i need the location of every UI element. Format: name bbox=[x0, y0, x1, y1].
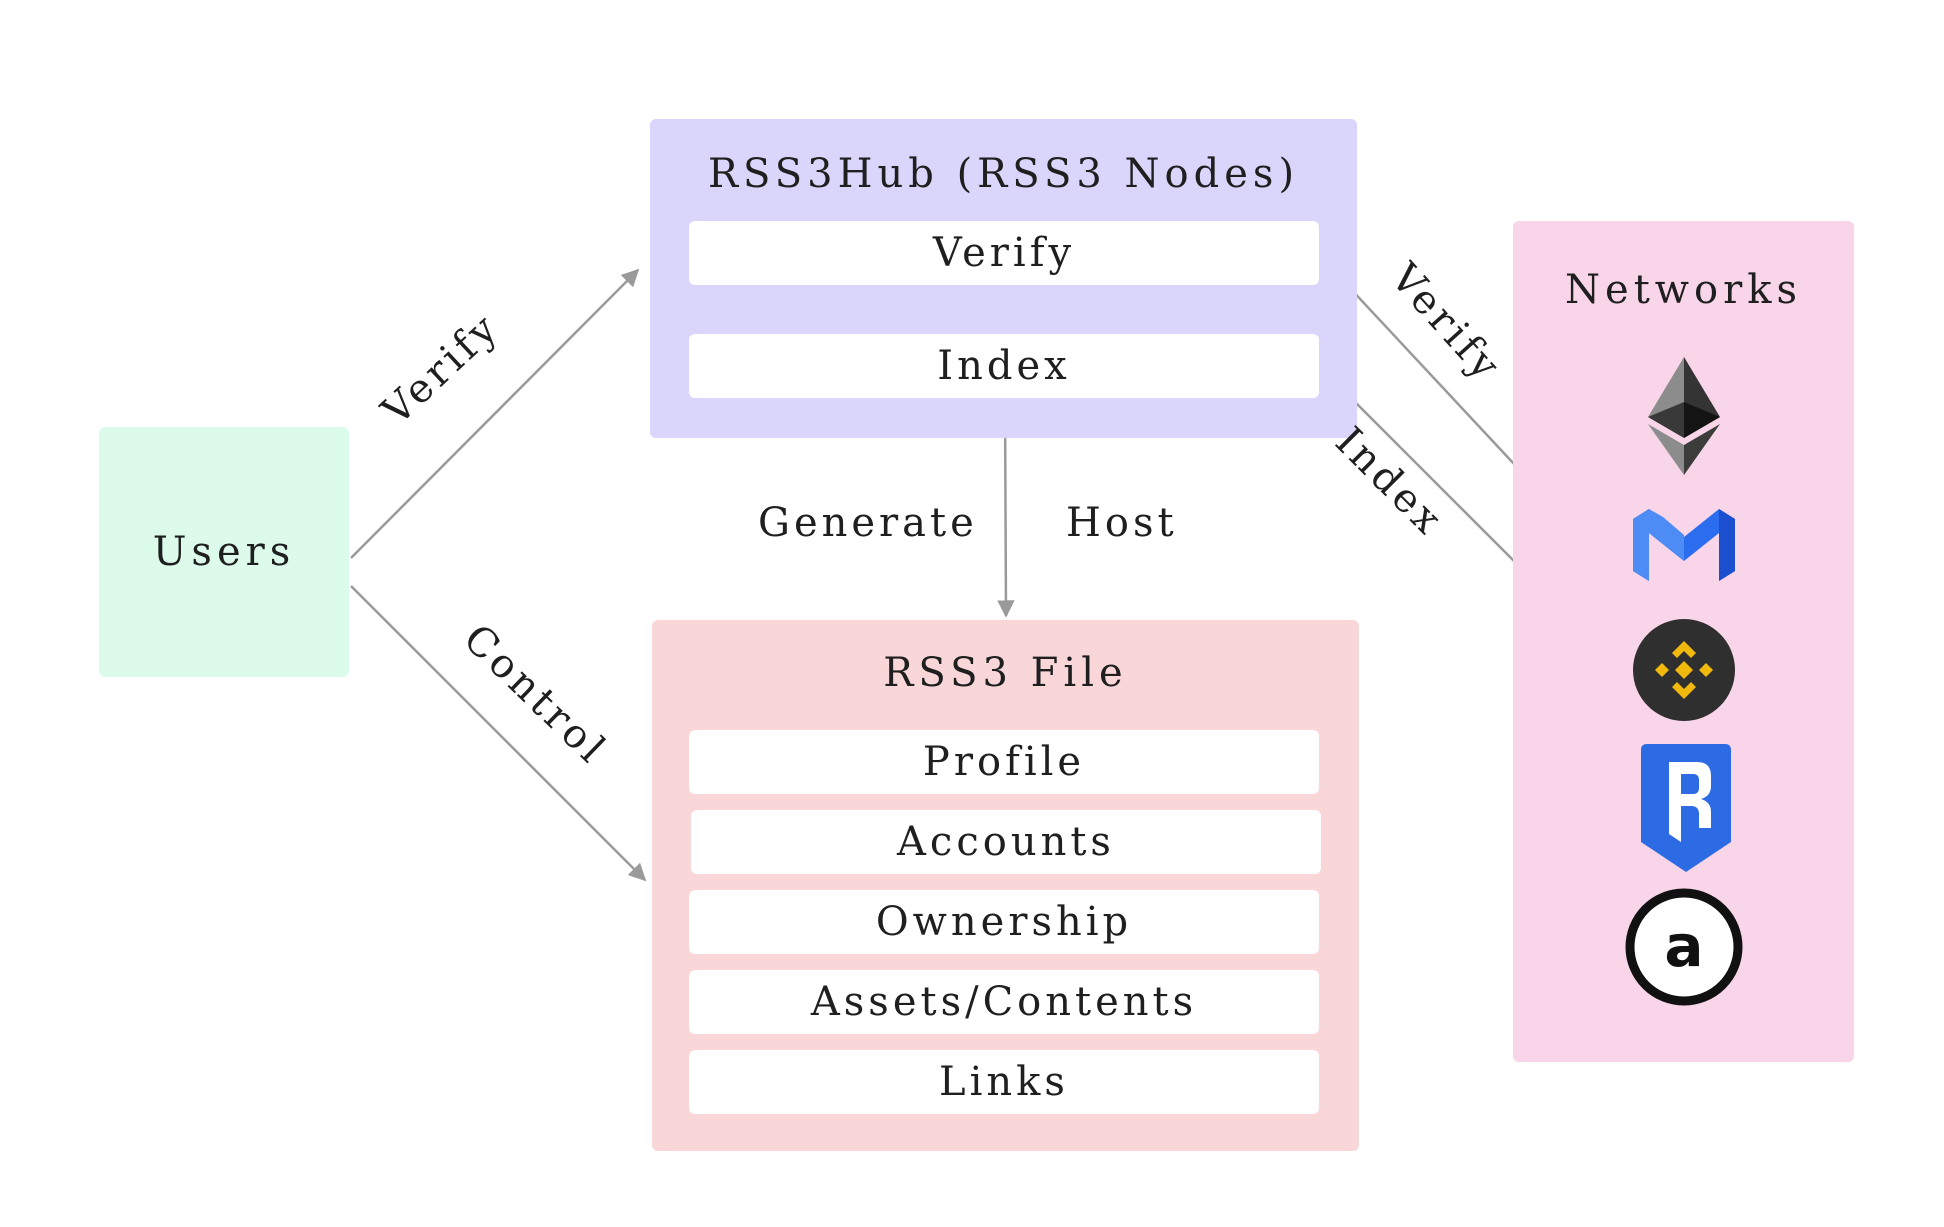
edge-label-host: Host bbox=[1066, 500, 1178, 546]
users-box: Users bbox=[99, 427, 349, 677]
file-section-ownership: Ownership bbox=[689, 890, 1319, 954]
users-label: Users bbox=[152, 529, 296, 575]
ethereum-icon bbox=[1648, 357, 1720, 475]
networks-box: Networks bbox=[1513, 221, 1854, 1062]
edge-label-generate: Generate bbox=[758, 500, 978, 546]
file-section-assets-contents: Assets/Contents bbox=[689, 970, 1319, 1034]
networks-title: Networks bbox=[1565, 267, 1802, 313]
rss3-file-title: RSS3 File bbox=[883, 650, 1128, 696]
file-section-links: Links bbox=[689, 1050, 1319, 1114]
file-section-accounts: Accounts bbox=[691, 810, 1321, 874]
hub-step-index: Index bbox=[689, 334, 1319, 398]
matic-icon bbox=[1633, 509, 1735, 581]
rss3hub-box: RSS3Hub (RSS3 Nodes) Verify Index bbox=[650, 119, 1357, 438]
rss3-file-box: RSS3 File Profile Accounts Ownership Ass… bbox=[652, 620, 1359, 1151]
file-section-profile: Profile bbox=[689, 730, 1319, 794]
edge-users-to-hub bbox=[350, 268, 640, 559]
rss3hub-title: RSS3Hub (RSS3 Nodes) bbox=[707, 151, 1300, 197]
hub-step-verify: Verify bbox=[689, 221, 1319, 285]
svg-text:a: a bbox=[1664, 912, 1703, 980]
arweave-icon: a bbox=[1625, 888, 1743, 1006]
edge-users-to-file bbox=[350, 585, 647, 882]
ronin-icon bbox=[1641, 744, 1731, 872]
binance-icon bbox=[1633, 619, 1735, 721]
